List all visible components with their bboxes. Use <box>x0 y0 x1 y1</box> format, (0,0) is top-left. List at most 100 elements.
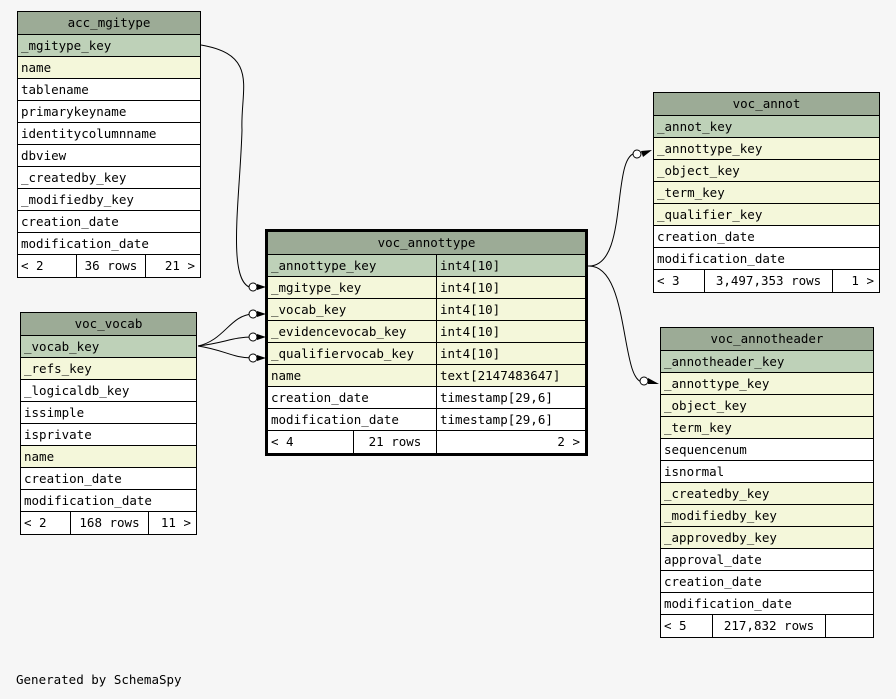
edge-vocab <box>197 313 254 347</box>
table-title[interactable]: voc_annotheader <box>661 328 873 351</box>
column-name: _createdby_key <box>664 486 770 501</box>
column-row[interactable]: creation_date <box>18 211 200 233</box>
column-row[interactable]: creation_date <box>654 226 879 248</box>
column-row[interactable]: _annotheader_key <box>661 351 873 373</box>
column-name: _mgitype_key <box>21 38 112 53</box>
children-link[interactable]: 1 > <box>832 270 879 292</box>
column-row[interactable]: _vocab_key <box>21 336 196 358</box>
column-name: approval_date <box>664 552 762 567</box>
parents-link[interactable]: < 4 <box>271 434 294 449</box>
column-name: modification_date <box>24 493 152 508</box>
column-row[interactable]: creation_date <box>21 468 196 490</box>
column-name: primarykeyname <box>21 104 127 119</box>
column-row[interactable]: isnormal <box>661 461 873 483</box>
row-count: 217,832 rows <box>712 615 825 637</box>
children-link[interactable]: 11 > <box>148 512 196 534</box>
column-row[interactable]: modification_date <box>654 248 879 270</box>
parents-link[interactable]: < 2 <box>24 515 47 530</box>
children-link[interactable]: 2 > <box>436 431 585 453</box>
column-row[interactable]: _object_key <box>661 395 873 417</box>
column-name: _annot_key <box>657 119 733 134</box>
column-row[interactable]: _term_key <box>661 417 873 439</box>
column-name: _object_key <box>664 398 747 413</box>
column-row[interactable]: name <box>21 446 196 468</box>
column-name: _annottype_key <box>664 376 770 391</box>
column-name: name <box>271 368 302 383</box>
edge-evidencevocab <box>197 336 254 347</box>
column-name: _annottype_key <box>657 141 763 156</box>
column-row[interactable]: name <box>18 57 200 79</box>
column-row[interactable]: approval_date <box>661 549 873 571</box>
edge-arrow <box>257 355 266 361</box>
column-row[interactable]: _createdby_key <box>661 483 873 505</box>
table-voc-vocab[interactable]: voc_vocab _vocab_key_refs_key_logicaldb_… <box>20 312 197 535</box>
column-row[interactable]: modification_date <box>661 593 873 615</box>
table-title[interactable]: voc_vocab <box>21 313 196 336</box>
column-row[interactable]: issimple <box>21 402 196 424</box>
parents-link[interactable]: < 5 <box>664 618 687 633</box>
column-name: _vocab_key <box>271 302 347 317</box>
table-footer: < 5 217,832 rows <box>661 615 873 637</box>
children-link[interactable] <box>825 615 873 637</box>
column-row[interactable]: _annottype_key <box>661 373 873 395</box>
column-name: _term_key <box>657 185 725 200</box>
column-name: sequencenum <box>664 442 747 457</box>
column-row[interactable]: dbview <box>18 145 200 167</box>
column-row[interactable]: _refs_key <box>21 358 196 380</box>
column-row[interactable]: _approvedby_key <box>661 527 873 549</box>
column-row[interactable]: _createdby_key <box>18 167 200 189</box>
column-name: creation_date <box>24 471 122 486</box>
column-name: tablename <box>21 82 89 97</box>
table-footer: < 2 36 rows 21 > <box>18 255 200 277</box>
column-row[interactable]: _term_key <box>654 182 879 204</box>
column-row[interactable]: _modifiedby_key <box>18 189 200 211</box>
edge-end-marker <box>248 332 258 342</box>
column-list: _annot_key _annottype_key _object_key _term… <box>654 116 879 270</box>
edge-end-marker <box>248 353 258 363</box>
column-row[interactable]: _mgitype_key <box>18 35 200 57</box>
column-row[interactable]: modification_date <box>18 233 200 255</box>
edge-end-marker <box>632 149 642 159</box>
table-footer: < 3 3,497,353 rows 1 > <box>654 270 879 292</box>
edge-arrow <box>257 284 266 290</box>
column-name: dbview <box>21 148 67 163</box>
column-row[interactable]: _qualifier_key <box>654 204 879 226</box>
table-voc-annot[interactable]: voc_annot _annot_key _annottype_key _objec… <box>653 92 880 293</box>
edge-end-marker <box>248 309 258 319</box>
children-link[interactable]: 21 > <box>145 255 200 277</box>
column-name: creation_date <box>21 214 119 229</box>
table-title[interactable]: voc_annottype <box>268 232 585 255</box>
row-count: 3,497,353 rows <box>704 270 832 292</box>
column-row[interactable]: _annot_key <box>654 116 879 138</box>
edge-annot <box>587 152 638 267</box>
edge-arrow <box>641 150 652 157</box>
column-row[interactable]: identitycolumnname <box>18 123 200 145</box>
column-row[interactable]: primarykeyname <box>18 101 200 123</box>
column-row[interactable]: _annottype_key <box>654 138 879 160</box>
column-row[interactable]: _logicaldb_key <box>21 380 196 402</box>
column-row[interactable]: modification_date <box>21 490 196 512</box>
table-title[interactable]: voc_annot <box>654 93 879 116</box>
column-name: _term_key <box>664 420 732 435</box>
table-voc-annotheader[interactable]: voc_annotheader _annotheader_key _annotty… <box>660 327 874 638</box>
column-row[interactable]: creation_date <box>661 571 873 593</box>
column-row[interactable]: tablename <box>18 79 200 101</box>
column-row[interactable]: _modifiedby_key <box>661 505 873 527</box>
parents-link[interactable]: < 2 <box>21 258 44 273</box>
column-row[interactable]: _object_key <box>654 160 879 182</box>
column-row[interactable]: sequencenum <box>661 439 873 461</box>
table-title[interactable]: acc_mgitype <box>18 12 200 35</box>
column-row[interactable]: isprivate <box>21 424 196 446</box>
parents-link[interactable]: < 3 <box>657 273 680 288</box>
